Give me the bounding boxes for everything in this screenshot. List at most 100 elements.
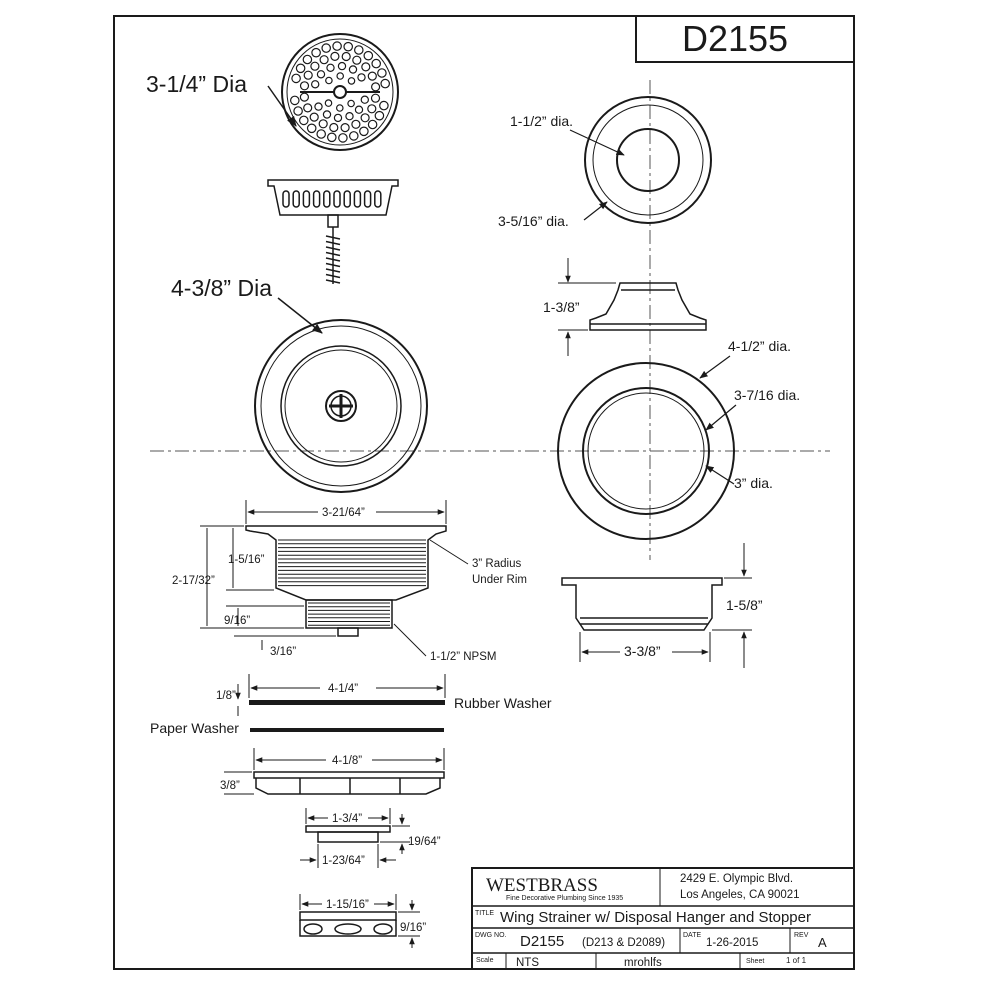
basket-hole <box>316 129 326 139</box>
basket-hole <box>338 133 348 143</box>
basket-hole <box>289 95 300 106</box>
flange-inner-dia-label: 1-1/2” dia. <box>510 113 573 129</box>
basket-slot <box>363 190 372 208</box>
nut-dimensions <box>224 748 445 795</box>
drawing-number-box: D2155 <box>635 15 855 63</box>
strainer-body-side-view <box>245 525 447 637</box>
basket-hole <box>357 73 366 82</box>
stopper-diameter-leader <box>277 297 323 334</box>
nut-side-view <box>253 771 445 795</box>
strainer-basket-top-view <box>281 33 399 151</box>
flange-outer-dia-label: 3-5/16” dia. <box>498 213 569 229</box>
title-block <box>471 867 855 970</box>
basket-hole <box>295 63 306 74</box>
company-name: WESTBRASS <box>486 875 598 896</box>
sheet-border <box>113 15 855 970</box>
slip-washer <box>305 825 391 843</box>
basket-hole <box>341 51 351 62</box>
basket-hole <box>329 122 339 133</box>
basket-slot <box>312 190 321 208</box>
rubber-washer-label: Rubber Washer <box>454 695 552 711</box>
basket-hole <box>314 102 323 111</box>
basket-hole <box>333 113 343 123</box>
sheet-label: Sheet <box>746 958 764 965</box>
basket-slot <box>292 190 300 208</box>
slip-washer-height-label: 19/64” <box>408 836 441 848</box>
post-thread-line <box>325 240 341 246</box>
basket-hole <box>347 99 355 108</box>
basket-hole <box>348 65 358 74</box>
date-label: DATE <box>683 932 701 939</box>
basket-hole <box>332 41 342 51</box>
basket-hole <box>326 63 335 73</box>
basket-slot <box>353 190 362 208</box>
basket-slot <box>282 190 290 208</box>
basket-hole <box>299 92 309 102</box>
basket-hole <box>293 106 303 116</box>
post-thread-line <box>325 268 341 273</box>
basket-hole <box>319 55 329 65</box>
basket-hole <box>367 71 377 81</box>
basket-hole <box>380 78 390 89</box>
disposal-width-label: 3-3/8” <box>624 643 661 659</box>
basket-hole <box>309 112 319 122</box>
rubber-washer-dimensions <box>235 674 446 716</box>
scale-label: Scale <box>476 957 494 964</box>
basket-hole <box>318 119 328 129</box>
post-thread-line <box>325 246 341 251</box>
paper-washer-label: Paper Washer <box>150 720 239 736</box>
flange-top-view <box>584 96 712 224</box>
dwg-refs: (D213 & D2089) <box>582 937 665 949</box>
post-thread-line <box>325 262 341 268</box>
basket-hole <box>371 82 381 92</box>
basket-hole <box>321 43 331 53</box>
drawing-title: Wing Strainer w/ Disposal Hanger and Sto… <box>500 909 811 926</box>
rubber-washer <box>249 700 445 705</box>
title-field-label: TITLE <box>475 910 494 917</box>
nut-width-label: 4-1/8” <box>332 755 362 767</box>
basket-hole <box>311 47 321 58</box>
post-thread-line <box>325 273 341 279</box>
basket-slot <box>343 190 351 208</box>
post-thread-line <box>325 235 341 240</box>
disposal-height-label: 1-5/8” <box>726 597 763 613</box>
basket-hole <box>379 100 389 111</box>
nut-height-label: 3/8” <box>220 780 240 792</box>
basket-hole <box>354 105 364 114</box>
flange-side-view <box>589 282 707 331</box>
basket-hole <box>311 80 320 89</box>
basket-hole <box>335 104 344 112</box>
slip-washer-outer-label: 1-3/4” <box>332 813 362 825</box>
basket-hole <box>337 61 347 71</box>
basket-hole <box>340 122 350 133</box>
basket-hole <box>361 62 371 72</box>
basket-hole <box>326 132 337 143</box>
stopper-top-view <box>254 319 428 493</box>
basket-hole <box>303 103 313 113</box>
basket-hole <box>336 72 345 80</box>
basket-hole <box>360 113 370 123</box>
drawn-by: mrohlfs <box>624 957 662 969</box>
disposal-flange-top-view <box>557 362 735 540</box>
basket-hole <box>351 119 361 129</box>
slip-nut-dimensions <box>299 894 420 948</box>
flange-height-label: 1-3/8” <box>543 299 580 315</box>
slip-washer-dimensions <box>300 808 410 868</box>
basket-hole <box>353 45 364 55</box>
disposal-inner-dia-label: 3” dia. <box>734 475 773 491</box>
basket-hole <box>298 115 309 126</box>
rubber-washer-width-label: 4-1/4” <box>328 683 358 695</box>
basket-slot <box>323 190 331 208</box>
slip-nut-width-label: 1-15/16” <box>326 899 369 911</box>
basket-hole <box>330 51 340 62</box>
basket-hole <box>371 58 381 69</box>
body-total-height-label: 2-17/32” <box>172 575 215 587</box>
dwg-no-value: D2155 <box>520 933 564 950</box>
basket-hole <box>367 104 377 114</box>
company-address-2: Los Angeles, CA 90021 <box>680 889 800 901</box>
basket-hole <box>324 99 333 107</box>
basket-hole <box>363 50 374 61</box>
basket-hole <box>303 70 313 80</box>
basket-hole <box>352 55 362 65</box>
